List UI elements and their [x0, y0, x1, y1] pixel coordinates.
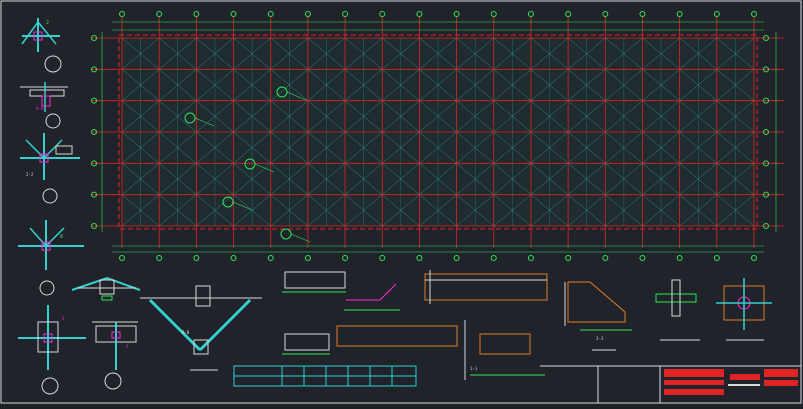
axis-bubble-column — [379, 11, 386, 17]
haunch-detail: 3-3 — [564, 281, 632, 351]
axis-bubble-row — [763, 191, 769, 198]
axis-bubble-row — [91, 66, 97, 73]
axis-bubble-column — [119, 11, 125, 17]
axis-bubble-column — [676, 11, 683, 17]
base-plate-details — [655, 278, 772, 341]
axis-bubble-column — [416, 255, 423, 261]
axis-bubble-column — [230, 255, 237, 261]
axis-bubble-row — [763, 66, 769, 73]
joint-detail-3: 2-2 — [20, 133, 80, 204]
detail-tag-a: 2 — [46, 20, 49, 26]
axis-bubble-row — [763, 129, 769, 135]
axis-bubble-column — [416, 11, 423, 17]
callout-leader — [194, 117, 215, 127]
axis-bubble-column — [379, 255, 386, 261]
axis-bubble-column — [267, 255, 274, 261]
joint-detail-5: 2 — [18, 305, 86, 395]
axis-bubble-row — [763, 35, 769, 41]
member-schedule-table — [233, 365, 417, 387]
detail-tag-b: 8 — [60, 234, 63, 240]
axis-bubble-column — [304, 255, 311, 261]
joint-details-left: 2 A-A 2-2 — [18, 18, 86, 395]
axis-bubble-column — [342, 255, 349, 261]
axis-bubble-column — [565, 11, 572, 17]
axis-bubble-column — [156, 255, 163, 261]
axis-bubble-column — [713, 255, 720, 261]
axis-bubble-column — [156, 11, 163, 17]
axis-bubble-column — [751, 11, 757, 17]
section-label-1: A-A — [36, 106, 44, 111]
axis-bubble-column — [490, 255, 497, 261]
note-label-2: 3-3 — [596, 336, 604, 341]
column-beam-detail: 2 — [92, 321, 138, 390]
axis-bubble-row — [763, 223, 769, 229]
axis-bubble-column — [490, 11, 497, 17]
detail-callout — [280, 228, 292, 240]
joint-detail-2: A-A — [20, 82, 68, 129]
axis-bubble-column — [453, 11, 460, 17]
axis-bubble-row — [91, 129, 97, 135]
axis-bubble-column — [230, 11, 237, 17]
joint-detail-4: 8 — [18, 220, 84, 296]
axis-bubble-column — [527, 255, 534, 261]
axis-bubble-column — [304, 11, 311, 17]
callout-leader — [290, 233, 311, 243]
axis-bubble-column — [527, 11, 534, 17]
axis-bubble-column — [751, 255, 757, 261]
v-bracing-elevation: B-B — [140, 285, 262, 371]
axis-bubble-row — [91, 160, 97, 167]
joint-detail-1: 2 — [21, 18, 62, 73]
detail-tag-d: 2 — [126, 344, 129, 349]
section-label-2: B-B — [182, 330, 190, 335]
detail-tag-c: 2 — [62, 316, 65, 321]
axis-bubble-column — [193, 255, 200, 261]
axis-bubble-row — [763, 97, 769, 104]
joint-details-bottom: 2 B-B — [71, 270, 772, 390]
callout-leader — [254, 163, 275, 173]
axis-bubble-column — [713, 11, 720, 17]
title-block — [540, 365, 802, 404]
axis-bubble-column — [119, 255, 125, 261]
beam-details — [282, 271, 458, 355]
axis-bubble-row — [91, 97, 97, 104]
axis-bubble-column — [267, 11, 274, 17]
axis-bubble-row — [91, 35, 97, 41]
axis-bubble-column — [639, 255, 646, 261]
axis-bubble-column — [193, 11, 200, 17]
callout-leader — [286, 91, 307, 101]
section-label-3: 1-1 — [470, 366, 478, 371]
callout-leader — [232, 201, 253, 211]
axis-bubble-row — [91, 223, 97, 229]
axis-bubble-column — [342, 11, 349, 17]
axis-bubble-column — [602, 11, 609, 17]
note-label-1: 2-2 — [26, 172, 34, 177]
axis-bubble-column — [676, 255, 683, 261]
long-beam-detail: 1-1 — [424, 270, 548, 380]
roof-plan — [91, 11, 784, 261]
axis-bubble-row — [763, 160, 769, 167]
axis-bubble-column — [602, 255, 609, 261]
ridge-detail — [71, 276, 141, 301]
axis-bubble-column — [639, 11, 646, 17]
axis-bubble-row — [91, 191, 97, 198]
axis-bubble-column — [453, 255, 460, 261]
axis-bubble-column — [565, 255, 572, 261]
